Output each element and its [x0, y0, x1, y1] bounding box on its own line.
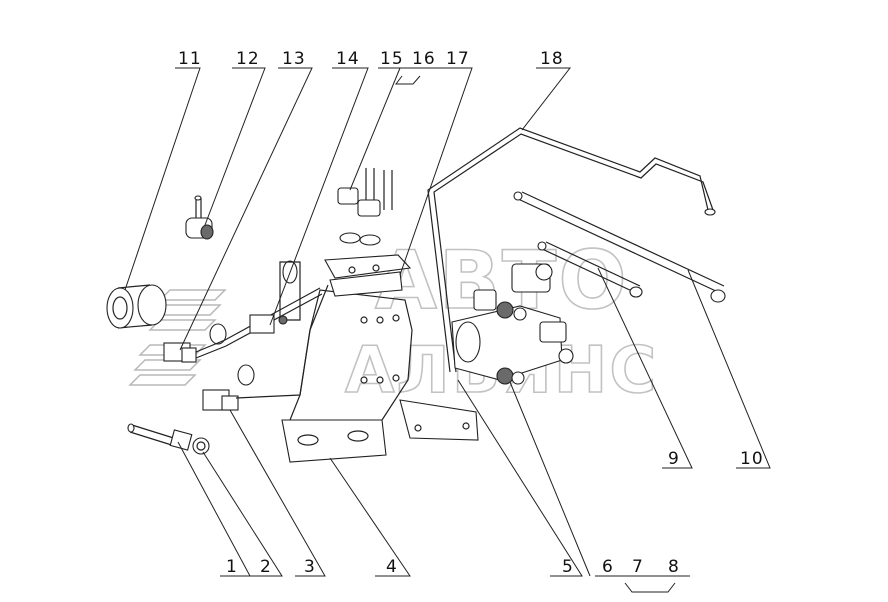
- callout-15: 15: [380, 49, 404, 69]
- callout-1: 1: [226, 557, 238, 577]
- part-14-clamp: [249, 260, 301, 334]
- callout-numbers: 11 12 13 14 15 16 17 18 1 2 3 4 5 6 7 8 …: [178, 49, 764, 577]
- callout-8: 8: [668, 557, 680, 577]
- callout-16: 16: [412, 49, 436, 69]
- part-9-rod: [537, 241, 643, 298]
- callout-12: 12: [236, 49, 260, 69]
- part-17-bracket: [324, 254, 412, 297]
- part-4-bracket: [281, 289, 413, 463]
- part-18-tube: [427, 127, 716, 373]
- part-10-rod: [513, 191, 726, 303]
- leader-lines: [124, 67, 771, 593]
- callout-13: 13: [282, 49, 306, 69]
- part-11-sleeve: [106, 284, 167, 329]
- callout-6: 6: [602, 557, 614, 577]
- callout-11: 11: [178, 49, 202, 69]
- callout-18: 18: [540, 49, 564, 69]
- part-2-nut: [192, 437, 210, 455]
- callout-4: 4: [386, 557, 398, 577]
- callout-9: 9: [668, 449, 680, 469]
- watermark-line-1: АВТО: [375, 234, 628, 327]
- part-6-7-8-valve: [451, 263, 574, 385]
- callout-3: 3: [304, 557, 316, 577]
- callout-2: 2: [260, 557, 272, 577]
- callout-14: 14: [336, 49, 360, 69]
- part-1-bolt: [127, 423, 193, 451]
- callout-5: 5: [562, 557, 574, 577]
- callout-10: 10: [740, 449, 764, 469]
- part-5-plate: [399, 399, 479, 441]
- callout-17: 17: [446, 49, 470, 69]
- part-13-clamp: [163, 287, 323, 363]
- callout-7: 7: [632, 557, 644, 577]
- part-12-fitting: [185, 195, 214, 240]
- part-15-16-bolts: [337, 168, 393, 246]
